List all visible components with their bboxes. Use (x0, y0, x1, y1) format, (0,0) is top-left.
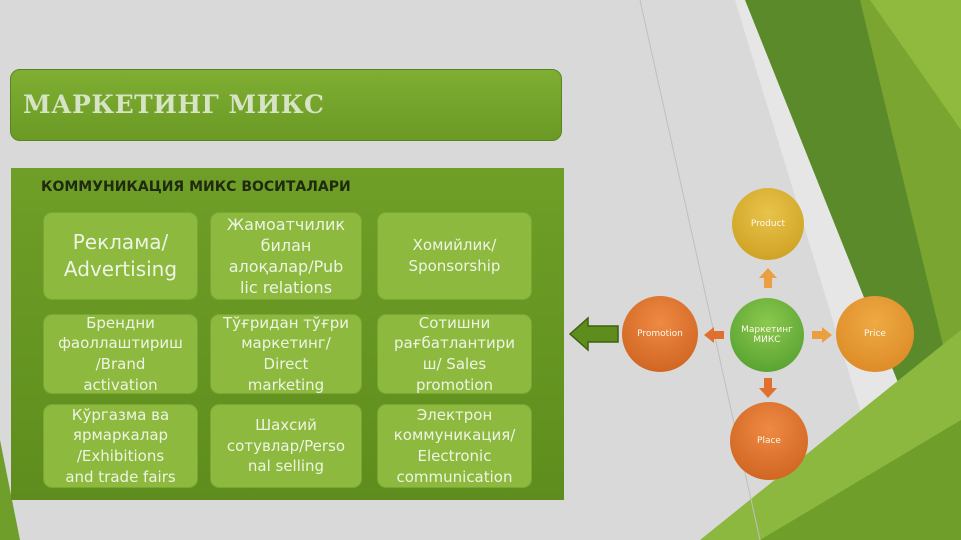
box-line: /Brand (95, 355, 146, 373)
box-line: Electronic (417, 447, 492, 465)
box-line: Direct (263, 355, 309, 373)
circle-label: Place (757, 435, 781, 446)
panel-title: КОММУНИКАЦИЯ МИКС ВОСИТАЛАРИ (41, 179, 351, 195)
box-line: сотувлар/Perso (226, 436, 346, 455)
arrow-left-icon (568, 316, 619, 352)
box-line: Жамоатчилик (226, 214, 346, 234)
arrow-right-small-icon (812, 327, 832, 343)
box-line: Хомийлик/ (412, 236, 497, 255)
box-line: Advertising (63, 257, 178, 281)
arrow-up-icon (759, 268, 777, 288)
box-line: Реклама/ (72, 230, 169, 254)
box-line: ш/ Sales (422, 355, 487, 373)
box-line: /Exhibitions (76, 447, 165, 465)
box-line: маркетинг/ (241, 334, 331, 353)
box-line: communication (396, 467, 513, 486)
box-line: marketing (247, 375, 325, 394)
box-brand-activation: Брендни фаоллаштириш/Brand activation (43, 314, 198, 394)
box-line: алоқалар/Pub (228, 257, 344, 276)
circle-place: Place (730, 402, 808, 480)
box-advertising: Реклама/Advertising (43, 212, 198, 300)
circle-product: Product (732, 188, 804, 260)
circle-label: Product (750, 218, 786, 229)
box-line: билан (260, 235, 312, 255)
box-line: Кўргазма ва (71, 405, 170, 424)
box-line: рағбатлантири (393, 334, 516, 353)
box-sponsorship: Хомийлик/Sponsorship (377, 212, 532, 300)
communication-mix-panel: КОММУНИКАЦИЯ МИКС ВОСИТАЛАРИ Реклама/Adv… (11, 168, 564, 500)
box-line: and trade fairs (65, 467, 176, 486)
circle-promotion: Promotion (622, 296, 698, 372)
circle-label: Маркетинг (741, 324, 793, 335)
box-line: Шахсий (255, 415, 317, 434)
box-line: фаоллаштириш (58, 334, 183, 353)
box-direct-marketing: Тўғридан тўғри маркетинг/Direct marketing (210, 314, 362, 394)
box-personal-selling: Шахсий сотувлар/Perso nal selling (210, 404, 362, 488)
box-electronic-communication: Электрон коммуникация/Electronic communica… (377, 404, 532, 488)
circle-price: Price (836, 296, 914, 372)
box-line: activation (83, 375, 158, 394)
box-line: lic relations (239, 278, 333, 298)
box-line: promotion (415, 375, 494, 394)
box-line: ярмаркалар (72, 426, 169, 445)
box-sales-promotion: Сотишни рағбатлантири ш/ Sales promotion (377, 314, 532, 394)
box-line: коммуникация/ (393, 426, 516, 445)
box-line: Тўғридан тўғри (222, 313, 350, 332)
circle-label: Price (864, 328, 886, 339)
box-line: Сотишни (418, 313, 491, 332)
arrow-left-small-icon (704, 327, 724, 343)
box-line: Электрон (416, 405, 493, 424)
circle-label: МИКС (753, 335, 781, 345)
box-line: Брендни (86, 313, 155, 332)
slide-title: МАРКЕТИНГ МИКС (23, 90, 325, 119)
circle-label: Promotion (637, 328, 683, 339)
box-line: nal selling (247, 457, 325, 476)
box-exhibitions: Кўргазма ва ярмаркалар/Exhibitions and tra… (43, 404, 198, 488)
box-line: Sponsorship (408, 257, 501, 275)
title-bar: МАРКЕТИНГ МИКС (10, 69, 562, 141)
arrow-down-icon (759, 378, 777, 398)
